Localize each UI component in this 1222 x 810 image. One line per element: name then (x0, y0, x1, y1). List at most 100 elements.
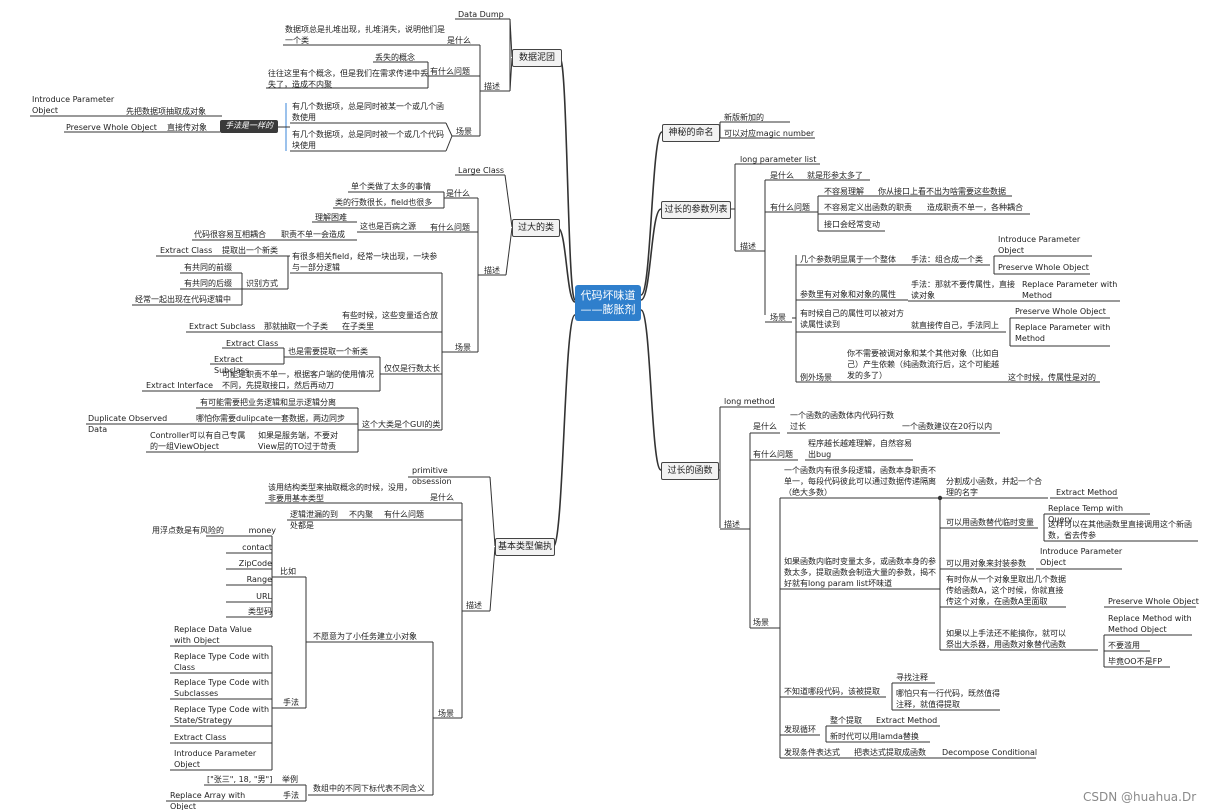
connector-curve (557, 227, 576, 303)
node-text: 可以用对象来封装参数 (946, 559, 1026, 568)
node-text: 整个提取 (830, 716, 862, 725)
connector-curve (640, 309, 662, 471)
node-text: 丢失的概念 (375, 53, 415, 62)
collapse-dot[interactable] (937, 495, 943, 501)
node-text: Extract Interface (146, 381, 214, 390)
node-text: 有几个数据项，总是同时被某一个或几个函数使用 (292, 102, 444, 122)
connector-line (489, 476, 496, 547)
node-text: 经常一起出现在代码逻辑中 (135, 295, 231, 304)
node-text: 描述 (740, 242, 756, 251)
connector-curve (640, 131, 663, 296)
node-text: 你不需要被调对象和某个其他对象（比如自己）产生依赖（纯函数流行后，这个可能越发的… (847, 349, 999, 380)
node-text: Large Class (458, 166, 505, 175)
node-text: 发现条件表达式 (784, 748, 840, 757)
node-text: 分割成小函数，并起一个合理的名字 (946, 477, 1042, 497)
technique-5: Extract Class (174, 733, 227, 742)
node-text: 接口会经常变动 (824, 220, 880, 229)
node-text: 这样可以在其他函数里直接调用这个新函数，省去传参 (1048, 520, 1192, 540)
node-text: Preserve Whole Object (998, 263, 1089, 272)
node-text: 有什么问题 (753, 450, 793, 459)
node-text: 就直接传自己，手法同上 (911, 321, 999, 330)
node-text: 也是需要提取一个新类 (288, 347, 368, 356)
node-text: 如果是服务端，不要对View层的TO过于苛责 (258, 431, 338, 451)
node-text: 有些时候，这些变量适合放在子类里 (342, 311, 438, 331)
node-text: 把表达式提取成函数 (854, 748, 926, 757)
node-text: 参数里有对象和对象的属性 (800, 290, 896, 299)
node-text: Introduce Parameter Object (1040, 547, 1123, 567)
node-text: 不要滥用 (1108, 641, 1140, 650)
branch-long-function[interactable]: 过长的函数 (661, 462, 719, 480)
node-text: 就是形参太多了 (807, 171, 863, 180)
root-topic[interactable]: 代码坏味道 ——膨胀剂 (575, 285, 641, 321)
node-text: 识别方式 (246, 279, 278, 288)
example-money: money (248, 526, 276, 535)
node-text: Extract Method (876, 716, 938, 725)
node-text: Extract Subclass (189, 322, 256, 331)
branch-primitive-obsession[interactable]: 基本类型偏执 (495, 538, 555, 556)
example-zipcode: ZipCode (238, 559, 272, 568)
node-text: 用浮点数是有风险的 (152, 526, 224, 535)
branch-large-class[interactable]: 过大的类 (512, 219, 560, 237)
node-text: 发现循环 (784, 725, 816, 734)
node-text: 数组中的不同下标代表不同含义 (313, 784, 425, 793)
node-text: Replace Array with Object (170, 791, 246, 810)
node-text: 代码很容易互相耦合 (194, 230, 266, 239)
node-text: 场景 (753, 618, 769, 627)
node-text: Replace Temp with Query (1048, 504, 1124, 524)
node-text: 可能是职责不单一，根据客户端的使用情况不同，先提取接口，然后再动刀 (222, 370, 374, 390)
node-text: 数据项总是扎堆出现，扎堆消失，说明他们是一个类 (285, 25, 445, 45)
node-text: 不内聚 (349, 510, 373, 519)
node-text: 仅仅是行数太长 (384, 364, 440, 373)
branch-data-clumps[interactable]: 数据泥团 (512, 49, 562, 67)
connector-line (504, 174, 513, 228)
node-text: Replace Parameter with Method (1015, 323, 1111, 343)
technique-1: Replace Data Value with Object (174, 625, 252, 645)
node-text: 描述 (484, 82, 500, 91)
node-text: 手法：那就不要传属性，直接读对象 (911, 280, 1015, 300)
connector-line (505, 227, 513, 276)
node-text: 描述 (466, 601, 482, 610)
node-text: 是什么 (770, 171, 794, 180)
node-text: 那就抽取一个子类 (264, 322, 328, 331)
node-text: 有时你从一个对象里取出几个数据传给函数A，这个时候，你就直接传这个对象，在函数A… (946, 575, 1066, 606)
connector-curve (552, 314, 576, 548)
node-text: 造成职责不单一，各种耦合 (927, 203, 1023, 212)
node-text: 可以对应magic number (724, 129, 815, 138)
node-text: long method (724, 397, 775, 406)
node-text: Controller可以有自己专属的一组ViewObject (150, 431, 246, 451)
node-text: 有可能需要把业务逻辑和显示逻辑分离 (200, 398, 336, 407)
node-text: 职责不单一会造成 (281, 230, 345, 239)
node-text: 有时候自己的属性可以被对方读属性读到 (800, 309, 904, 329)
node-text: 直接传对象 (167, 123, 207, 132)
node-text: 不容易定义出函数的职责 (824, 203, 912, 212)
node-text: 程序越长越难理解，自然容易出bug (808, 439, 912, 459)
node-text: 手法 (283, 791, 299, 800)
node-text: 单个类做了太多的事情 (351, 182, 431, 191)
node-text: Data Dump (458, 10, 504, 19)
node-text: 一个函数内有很多段逻辑，函数本身职责不单一，每段代码彼此可以通过数据传递隔离（绝… (784, 466, 936, 497)
node-text: 不知道哪段代码，该被提取 (784, 687, 880, 696)
example-url: URL (256, 592, 272, 601)
branch-long-param-list[interactable]: 过长的参数列表 (661, 201, 731, 219)
node-text: 是什么 (447, 36, 471, 45)
node-text: 比如 (280, 567, 296, 576)
node-text: 如果以上手法还不能搞你，就可以祭出大杀器，用函数对象替代函数 (946, 629, 1066, 649)
node-text: 这也是百病之源 (360, 222, 416, 231)
node-text: 可以用函数替代临时变量 (946, 518, 1034, 527)
example-range: Range (246, 575, 272, 584)
node-text: 举例 (282, 775, 298, 784)
connector-line (445, 122, 453, 137)
connector-line (445, 135, 453, 152)
node-text: 一个函数的函数体内代码行数过长 (790, 411, 894, 431)
example-type-code: 类型码 (248, 607, 272, 616)
node-text: 理解困难 (315, 213, 347, 222)
node-text: Replace Method with Method Object (1108, 614, 1192, 634)
node-text: 先把数据项抽取成对象 (126, 107, 206, 116)
node-text: 有什么问题 (384, 510, 424, 519)
node-text: 场景 (438, 709, 454, 718)
branch-mysterious-name[interactable]: 神秘的命名 (662, 124, 720, 142)
technique-6: Introduce Parameter Object (174, 749, 257, 769)
node-text: 描述 (724, 520, 740, 529)
node-text: 逻辑泄漏的到处都是 (290, 510, 338, 530)
technique-label: 手法是一样的 (220, 120, 278, 133)
